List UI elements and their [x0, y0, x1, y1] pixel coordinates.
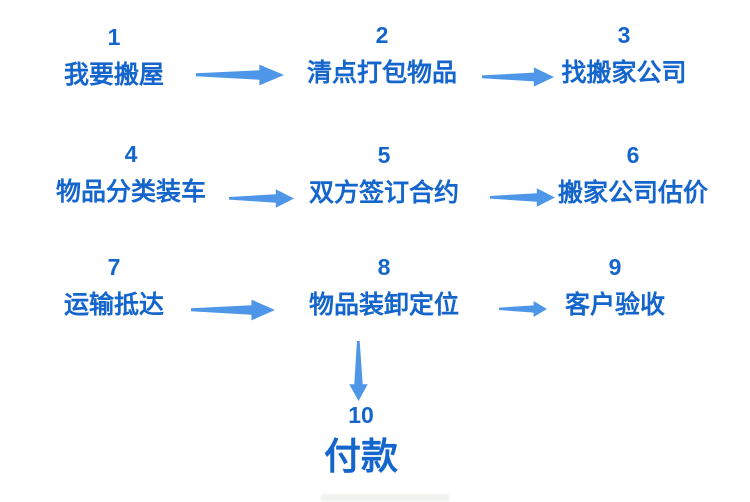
flow-step-2: 2 清点打包物品 — [307, 22, 457, 89]
step-number: 5 — [377, 142, 391, 168]
flow-step-3: 3 找搬家公司 — [561, 22, 686, 89]
arrow-step2-step3-icon — [482, 67, 554, 87]
flow-step-9: 9 客户验收 — [565, 254, 665, 321]
step-number: 9 — [608, 254, 622, 280]
step-label: 搬家公司估价 — [557, 178, 709, 207]
step-label: 客户验收 — [564, 290, 666, 319]
step-number: 10 — [348, 402, 374, 428]
cutoff-bottom-artifact — [320, 494, 450, 502]
arrow-step1-step2-icon — [196, 64, 284, 86]
step-number: 4 — [124, 141, 138, 167]
step-label: 清点打包物品 — [306, 58, 458, 87]
flow-step-5: 5 双方签订合约 — [309, 142, 459, 209]
step-label: 物品装卸定位 — [308, 290, 460, 319]
flow-step-4: 4 物品分类装车 — [56, 141, 206, 208]
arrow-step7-step8-icon — [191, 299, 275, 321]
arrow-step5-step6-icon — [490, 188, 555, 207]
step-label: 双方签订合约 — [308, 178, 460, 207]
step-number: 1 — [107, 24, 121, 50]
arrow-step8-step9-icon — [499, 301, 547, 317]
step-number: 6 — [626, 142, 640, 168]
step-number: 3 — [617, 22, 631, 48]
step-label: 找搬家公司 — [561, 58, 687, 87]
flow-step-6: 6 搬家公司估价 — [558, 142, 708, 209]
flow-step-8: 8 物品装卸定位 — [309, 254, 459, 321]
step-number: 7 — [107, 254, 121, 280]
flow-step-10: 10 付款 — [324, 402, 398, 480]
step-number: 2 — [375, 22, 389, 48]
step-label: 运输抵达 — [63, 290, 165, 319]
step-number: 8 — [377, 254, 391, 280]
step-label: 付款 — [324, 435, 398, 477]
step-label: 物品分类装车 — [55, 177, 207, 206]
arrow-step4-step5-icon — [229, 189, 294, 208]
arrow-step8-step10-icon — [349, 341, 368, 401]
flow-step-1: 1 我要搬屋 — [64, 24, 164, 91]
flow-step-7: 7 运输抵达 — [64, 254, 164, 321]
step-label: 我要搬屋 — [63, 60, 165, 89]
